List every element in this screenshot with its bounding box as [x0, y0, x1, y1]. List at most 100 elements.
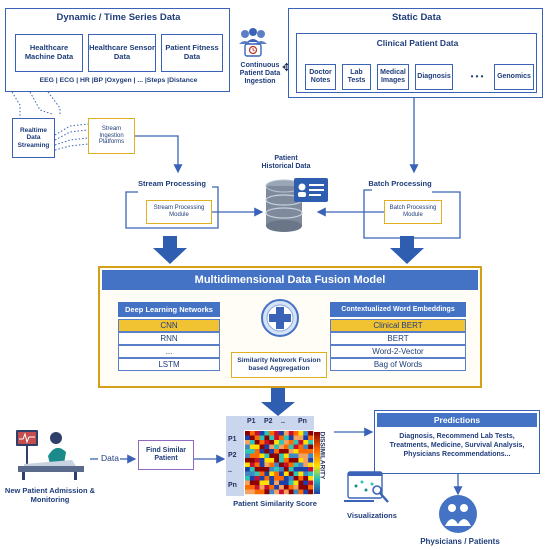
heatmap-cell [274, 435, 280, 441]
fusion-model-panel: Multidimensional Data Fusion Model Deep … [98, 266, 482, 388]
stream-ingestion-box: Stream Ingestion Platforms [88, 118, 135, 154]
heatmap-cell [264, 480, 270, 486]
heatmap-cell [283, 453, 289, 459]
heatmap-cell [274, 440, 280, 445]
heatmap-cell [283, 480, 289, 486]
heatmap-cell [274, 480, 280, 486]
heatmap-cell [298, 476, 304, 481]
heatmap-cell [269, 453, 275, 459]
more-items-dots: • • • [470, 72, 484, 81]
heatmap-cell [245, 440, 251, 445]
heatmap-cell [245, 444, 251, 450]
heatmap-cell [269, 462, 275, 468]
matrix-row-pn: Pn [228, 482, 237, 489]
users-label: Physicians / Patients [420, 537, 500, 546]
heatmap-cell [293, 480, 299, 486]
heatmap-cell [303, 485, 309, 490]
heatmap-cell [293, 467, 299, 472]
heatmap-cell [249, 471, 255, 477]
heatmap-cell [249, 480, 255, 486]
heatmap-cell [308, 467, 314, 472]
heatmap-cell [254, 476, 260, 481]
heatmap-cell [254, 431, 260, 436]
heatmap-cell [249, 449, 255, 454]
heatmap-cell [298, 467, 304, 472]
heatmap-cell [254, 467, 260, 472]
heatmap-cell [293, 458, 299, 463]
heatmap-cell [293, 485, 299, 490]
heatmap-cell [264, 440, 270, 445]
heatmap-cell [288, 444, 294, 450]
heatmap-cell [254, 471, 260, 477]
find-similar-box: Find Similar Patient [138, 440, 194, 470]
heatmap-cell [308, 435, 314, 441]
heatmap-cell [293, 431, 299, 436]
heatmap-cell [288, 485, 294, 490]
heatmap-cell [245, 458, 251, 463]
heatmap-cell [308, 458, 314, 463]
heatmap-cell [264, 489, 270, 495]
dissimilarity-label: DISSIMILARITY [318, 431, 326, 480]
heatmap-cell [298, 453, 304, 459]
heatmap-cell [293, 440, 299, 445]
heatmap-cell [279, 453, 285, 459]
heatmap-cell [308, 485, 314, 490]
heatmap-cell [269, 476, 275, 481]
heatmap-cells [245, 431, 314, 495]
machine-data-box: Healthcare Machine Data [15, 34, 83, 72]
heatmap-cell [298, 431, 304, 436]
dynamic-data-title: Dynamic / Time Series Data [56, 12, 181, 23]
heatmap-cell [274, 458, 280, 463]
heatmap-cell [245, 462, 251, 468]
predictions-panel: Predictions Diagnosis, Recommend Lab Tes… [374, 410, 540, 474]
heatmap-cell [308, 449, 314, 454]
heatmap-cell [293, 435, 299, 441]
heatmap-cell [303, 435, 309, 441]
heatmap-cell [259, 435, 265, 441]
embeddings-title: Contextualized Word Embeddings [330, 302, 466, 317]
heatmap-cell [259, 471, 265, 477]
heatmap-cell [279, 440, 285, 445]
heatmap-cell [245, 431, 251, 436]
line-stream-loop [125, 186, 219, 229]
heatmap-cell [293, 462, 299, 468]
heatmap-cell [308, 476, 314, 481]
heatmap-cell [279, 467, 285, 472]
heatmap-cell [279, 431, 285, 436]
heatmap-cell [245, 476, 251, 481]
visualization-icon [344, 470, 394, 510]
heatmap-cell [298, 440, 304, 445]
heatmap-cell [254, 458, 260, 463]
heatmap-cell [283, 435, 289, 441]
ingestion-icon [237, 26, 269, 58]
heatmap-cell [254, 444, 260, 450]
ingestion-label: Continuous Patient Data Ingestion [239, 62, 281, 86]
heatmap-cell [249, 440, 255, 445]
heatmap-cell [254, 440, 260, 445]
heatmap-cell [283, 462, 289, 468]
move-icon: ✥ [282, 62, 292, 74]
heatmap-cell [288, 431, 294, 436]
heatmap-cell [288, 435, 294, 441]
medical-images-box: Medical Images [377, 64, 409, 90]
embed-row-bert: BERT [330, 332, 466, 345]
deep-learning-title: Deep Learning Networks [118, 302, 220, 317]
heatmap-cell [293, 444, 299, 450]
heatmap-cell [269, 440, 275, 445]
heatmap-cell [245, 467, 251, 472]
heatmap-cell [303, 453, 309, 459]
heatmap-cell [249, 453, 255, 459]
fitness-data-box: Patient Fitness Data [161, 34, 223, 72]
heatmap-cell [245, 453, 251, 459]
heatmap-cell [279, 476, 285, 481]
heatmap-cell [249, 435, 255, 441]
embed-row-bag-of-words: Bag of Words [330, 358, 466, 371]
heatmap-cell [274, 467, 280, 472]
signal-list: EEG | ECG | HR |BP |Oxygen | ... |Steps … [39, 77, 198, 84]
realtime-streaming-box: Realtime Data Streaming [12, 118, 55, 158]
heatmap-cell [274, 431, 280, 436]
matrix-header-p2: P2 [264, 418, 273, 425]
heatmap-cell [245, 489, 251, 495]
heatmap-cell [254, 435, 260, 441]
heatmap-cell [308, 480, 314, 486]
